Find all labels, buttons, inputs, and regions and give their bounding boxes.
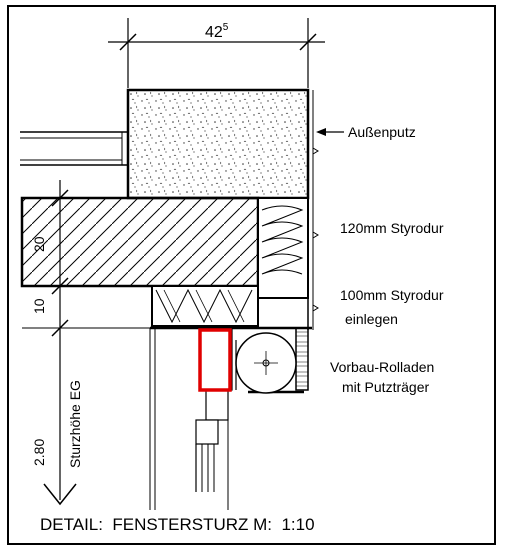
window-frame-top	[20, 131, 128, 166]
dimension-top-value: 425	[205, 22, 229, 41]
insulation-100mm	[151, 285, 259, 327]
top-dimension: 425	[108, 18, 325, 88]
label-shutter: Vorbau-Rolladen	[330, 359, 434, 375]
masonry-block	[126, 88, 310, 200]
drawing-frame	[7, 5, 496, 545]
left-dimensions: 20 10 2.80 Sturzhöhe EG	[22, 180, 150, 506]
roller-shutter	[235, 332, 297, 394]
label-insulation-120: 120mm Styrodur	[340, 220, 444, 236]
concrete-slab	[20, 196, 260, 288]
label-insulation-100-note: einlegen	[345, 311, 398, 327]
plaster-carrier	[295, 327, 309, 391]
drawing-title: DETAIL: FENSTERSTURZ M: 1:10	[40, 515, 315, 534]
label-insulation-100: 100mm Styrodur	[340, 287, 444, 303]
exterior-plaster	[307, 90, 319, 330]
dimension-slab: 20	[31, 236, 47, 252]
label-shutter-carrier: mit Putzträger	[342, 379, 429, 395]
label-exterior-plaster: Außenputz	[348, 124, 416, 140]
vertical-label: Sturzhöhe EG	[67, 380, 83, 468]
vertical-dimension: 2.80	[31, 439, 47, 466]
dimension-lower: 10	[31, 298, 47, 314]
highlight-box	[198, 328, 232, 392]
window-frame-bottom	[149, 327, 233, 510]
plaster-leader	[316, 128, 344, 136]
insulation-120mm	[257, 197, 309, 299]
